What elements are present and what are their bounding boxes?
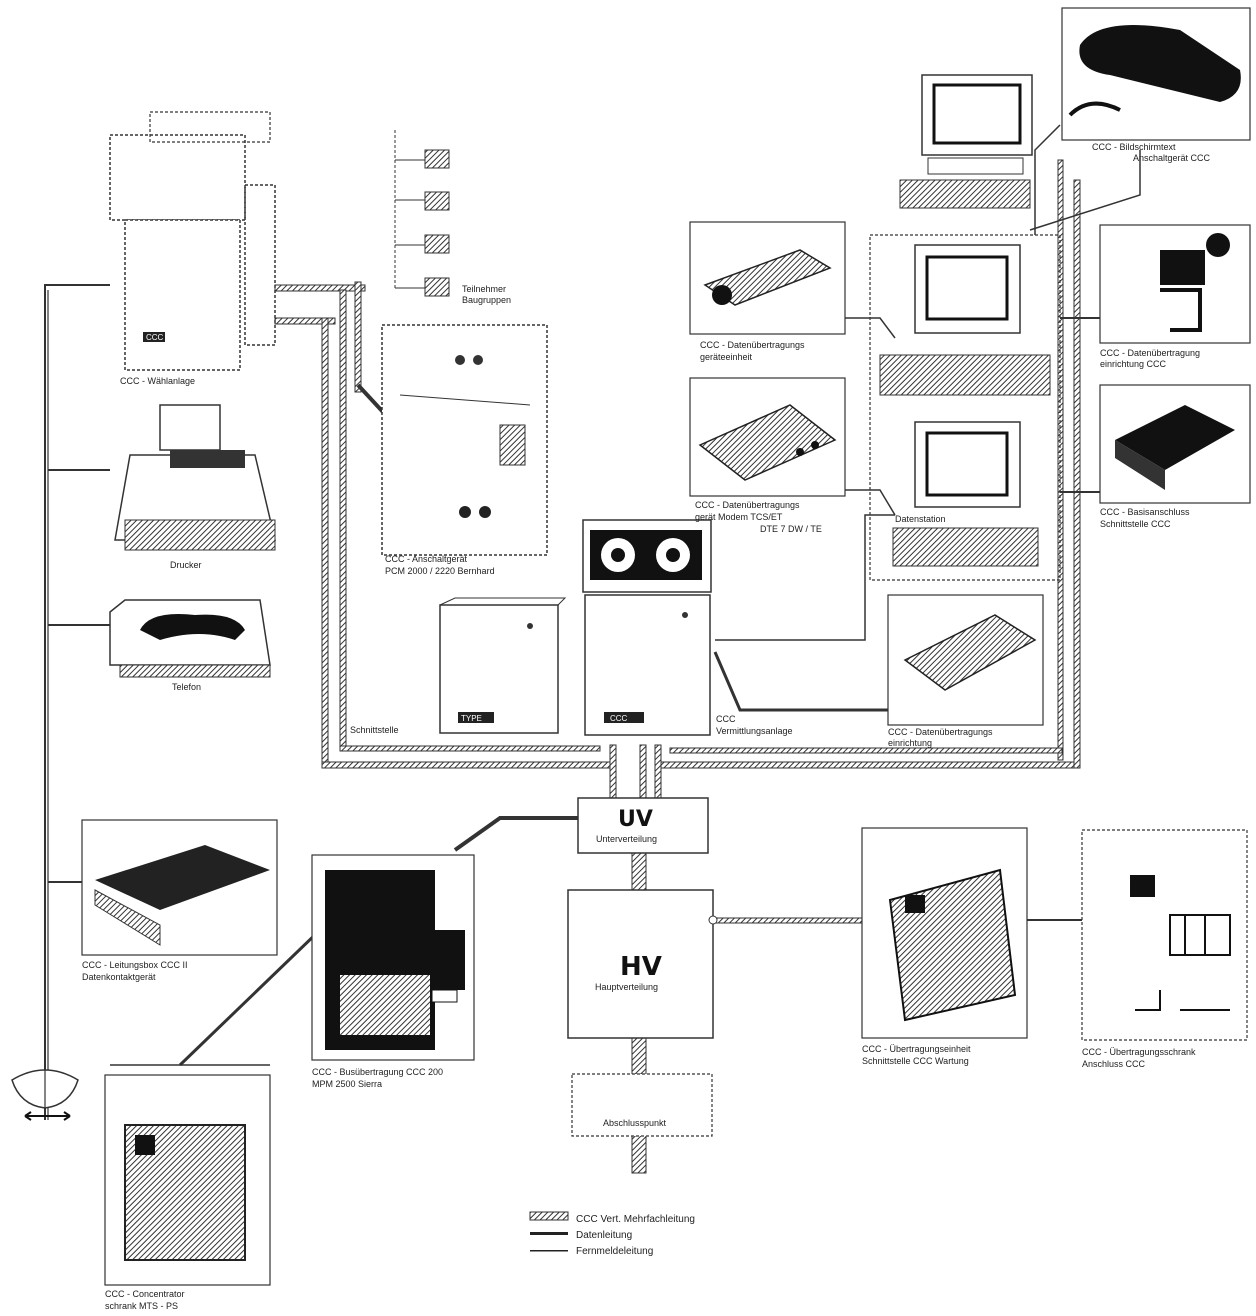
- monitor-lower: [893, 422, 1038, 566]
- ap-label: Abschlusspunkt: [603, 1118, 667, 1128]
- pbx-label: CCC - Anschaltgerät: [385, 554, 468, 564]
- pbx-modules-label: Teilnehmer: [462, 284, 506, 294]
- rack2-label: CCC - Busübertragung CCC 200: [312, 1067, 443, 1077]
- trunk-uv-1: [610, 745, 616, 800]
- cable-uv-rack2: [455, 818, 578, 850]
- trunk-ap-out: [632, 1135, 646, 1173]
- pbx-modules-label2: Baugruppen: [462, 295, 511, 305]
- left-rack-tag: CCC: [146, 333, 164, 342]
- cam-device: [1100, 225, 1250, 343]
- phone-line-left: [45, 285, 110, 1120]
- topright-label2: Anschaltgerät CCC: [1133, 153, 1211, 163]
- uv-sub: Unterverteilung: [596, 834, 657, 844]
- modem-label3: DTE 7 DW / TE: [760, 524, 822, 534]
- bottomleft-label2: schrank MTS - PS: [105, 1301, 178, 1311]
- phone-device: [110, 600, 270, 677]
- main-rack-label: CCC: [716, 714, 736, 724]
- cm-device: [82, 820, 277, 955]
- modem-device: [690, 378, 845, 496]
- cable-right-bottom: [660, 762, 1080, 768]
- small-rack: [440, 598, 565, 733]
- black-device: [1100, 385, 1250, 503]
- dt-label2: einrichtung: [888, 738, 932, 748]
- legend-item-1: CCC Vert. Mehrfachleitung: [576, 1214, 695, 1225]
- pbx-modules: [395, 130, 449, 296]
- rack2-device: [312, 855, 474, 1060]
- cable-loop-inner-bottom: [340, 746, 600, 751]
- monitor-top: [900, 75, 1032, 208]
- cable-pbx-link: [355, 282, 361, 392]
- cm-label: CCC - Leitungsbox CCC II: [82, 960, 188, 970]
- cable-right-bottom-2: [670, 748, 1062, 753]
- cable-loop-bottom: [322, 762, 612, 768]
- sw-label: CCC - Übertragungseinheit: [862, 1044, 971, 1054]
- small-rack-label: Schnittstelle: [350, 725, 399, 735]
- trunk-uv-hv: [632, 852, 646, 890]
- scanner-label: CCC - Datenübertragungs: [700, 340, 805, 350]
- trunk-hv-ap: [632, 1038, 646, 1074]
- legend-swatch-thick: [530, 1232, 568, 1235]
- legend-swatch-hatched: [530, 1212, 568, 1220]
- cm-label2: Datenkontaktgerät: [82, 972, 156, 982]
- scanner-device: [690, 222, 845, 334]
- black-label2: Schnittstelle CCC: [1100, 519, 1171, 529]
- sw-label2: Schnittstelle CCC Wartung: [862, 1056, 969, 1066]
- terminal-label: Datenstation: [895, 514, 946, 524]
- dt-device: [888, 595, 1043, 725]
- cable-top-1: [275, 285, 365, 291]
- left-rack-label: CCC - Wählanlage: [120, 376, 195, 386]
- printer-device: [115, 405, 275, 550]
- trunk-uv-3: [655, 745, 661, 800]
- dt-label: CCC - Datenübertragungs: [888, 727, 993, 737]
- topright-label: CCC - Bildschirmtext: [1092, 142, 1176, 152]
- legend-swatch-thin: [530, 1250, 568, 1252]
- hv-title: HV: [620, 952, 662, 982]
- cable-loop-inner-left: [340, 290, 346, 750]
- topright-device: [1062, 8, 1250, 140]
- bottomleft-label: CCC - Concentrator: [105, 1289, 185, 1299]
- rack2-label2: MPM 2500 Sierra: [312, 1079, 382, 1089]
- cam-label: CCC - Datenübertragung: [1100, 348, 1200, 358]
- main-rack-label2: Vermittlungsanlage: [716, 726, 793, 736]
- cable-right-vert: [1074, 180, 1080, 768]
- monitor-middle: [880, 245, 1050, 395]
- modem-label: CCC - Datenübertragungs: [695, 500, 800, 510]
- uv-title: UV: [618, 807, 653, 832]
- black-label: CCC - Basisanschluss: [1100, 507, 1190, 517]
- trunk-uv-2: [640, 745, 646, 800]
- sw2-device: [1082, 830, 1247, 1040]
- sw2-label2: Anschluss CCC: [1082, 1059, 1146, 1069]
- small-rack-tag: TYPE: [461, 714, 482, 723]
- cable-hv-right: [712, 918, 862, 923]
- legend: [530, 1212, 568, 1252]
- hv-connector: [709, 916, 717, 924]
- cable-loop-left: [322, 318, 328, 768]
- cable-topright: [1035, 125, 1060, 235]
- main-rack: [583, 520, 711, 735]
- left-rack-device: [110, 112, 275, 370]
- scanner-label2: geräteeinheit: [700, 352, 753, 362]
- sw2-label: CCC - Übertragungsschrank: [1082, 1047, 1196, 1057]
- main-rack-tag: CCC: [610, 714, 628, 723]
- cable-topright-2: [1030, 150, 1140, 230]
- legend-item-3: Fernmeldeleitung: [576, 1246, 653, 1257]
- pbx-cabinet: [382, 325, 547, 555]
- phone-label: Telefon: [172, 682, 201, 692]
- cam-label2: einrichtung CCC: [1100, 359, 1167, 369]
- modem-label2: gerät Modem TCS/ET: [695, 512, 783, 522]
- printer-label: Drucker: [170, 560, 202, 570]
- legend-item-2: Datenleitung: [576, 1230, 632, 1241]
- hv-sub: Hauptverteilung: [595, 982, 658, 992]
- cable-rack-terminal2: [715, 652, 890, 710]
- pbx-label2: PCM 2000 / 2220 Bernhard: [385, 566, 495, 576]
- sw-device: [862, 828, 1027, 1038]
- bottomleft-device: [105, 1075, 270, 1285]
